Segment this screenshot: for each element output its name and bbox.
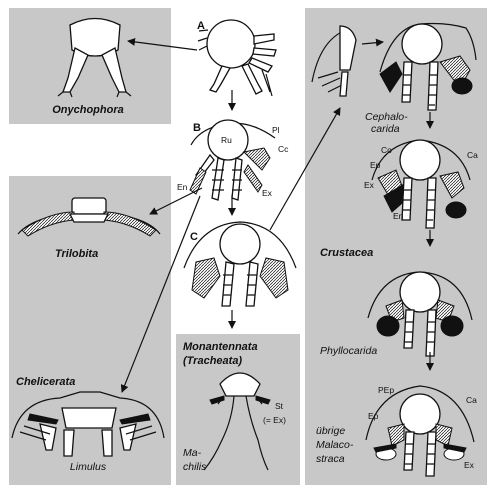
- crustacea-stage-2-figure: [371, 139, 471, 229]
- malacostraca-label-2: Malaco-: [316, 439, 354, 451]
- part-en-2: En: [393, 211, 404, 221]
- malacostraca-label-3: straca: [316, 453, 345, 465]
- malacostraca-label-1: übrige: [316, 425, 345, 437]
- stage-a-figure: [197, 19, 277, 97]
- trilobita-label: Trilobita: [55, 248, 98, 260]
- stage-c-figure: [183, 221, 297, 307]
- part-ep-m: Ep: [368, 411, 379, 421]
- part-ca-m: Ca: [466, 395, 477, 405]
- onychophora-figure: [57, 17, 132, 98]
- part-ep-2: Ep: [370, 160, 381, 170]
- part-cc-b: Cc: [278, 144, 289, 154]
- part-co-2: Co: [381, 145, 392, 155]
- arrow-half-to-cephalocarida: [361, 38, 384, 47]
- part-ca-2: Ca: [467, 150, 478, 160]
- tracheata-label: (Tracheata): [183, 355, 242, 367]
- cephalocarida-label-2: carida: [371, 123, 400, 135]
- arrow-a-to-onychophora: [127, 37, 198, 51]
- stage-a-label: A: [197, 20, 205, 32]
- part-en-b: En: [177, 182, 188, 192]
- part-ru-b: Ru: [221, 135, 232, 145]
- part-ex-b: Ex: [262, 188, 273, 198]
- part-st: St: [275, 401, 284, 411]
- cephalocarida-label-1: Cephalo-: [365, 111, 408, 123]
- part-ex-m: Ex: [464, 460, 475, 470]
- part-pl-b: Pl: [272, 125, 280, 135]
- part-ex-2: Ex: [364, 180, 375, 190]
- machilis-label-2: chilis: [183, 461, 207, 473]
- arrow-b-to-trilobita: [149, 187, 203, 215]
- part-pep: PEp: [378, 385, 394, 395]
- stage-b-figure: [189, 119, 276, 201]
- monantennata-label: Monantennata: [183, 341, 258, 353]
- crustacea-half-figure: [311, 25, 357, 97]
- phyllocarida-label: Phyllocarida: [320, 345, 377, 357]
- monantennata-panel: [176, 334, 300, 485]
- limulus-label: Limulus: [70, 461, 107, 473]
- stage-c-label: C: [190, 231, 198, 243]
- machilis-figure: [203, 372, 271, 471]
- phyllocarida-figure: [367, 271, 473, 357]
- trilobita-figure: [17, 197, 161, 237]
- stage-b-label: B: [193, 122, 201, 134]
- crustacea-label: Crustacea: [320, 247, 373, 259]
- limulus-figure: [11, 391, 165, 457]
- arrow-b-to-chelicerata: [120, 195, 201, 393]
- malacostraca-figure: [365, 385, 475, 477]
- arrow-c-to-crustacea: [269, 107, 341, 231]
- cephalocarida-figure: [379, 22, 477, 111]
- arrows: [120, 37, 434, 393]
- chelicerata-label: Chelicerata: [16, 376, 75, 388]
- part-st-eq: (= Ex): [263, 415, 286, 425]
- onychophora-label: Onychophora: [52, 104, 124, 116]
- machilis-label-1: Ma-: [183, 447, 202, 459]
